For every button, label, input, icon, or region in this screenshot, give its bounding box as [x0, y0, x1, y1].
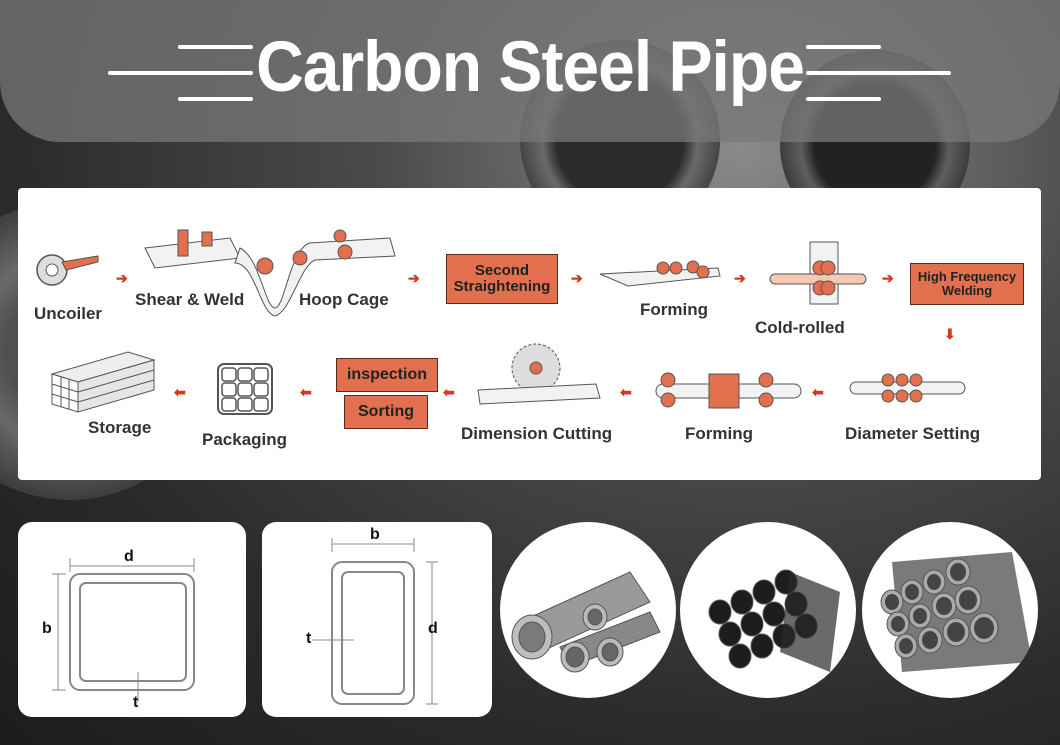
step-uncoiler: Uncoiler [34, 304, 103, 323]
forming-icon [655, 372, 802, 409]
black-pipes-photo [680, 522, 856, 698]
flow-arrow-right: ➔ [882, 270, 894, 286]
flow-arrow-left: ⬅ [620, 384, 632, 400]
process-flow-panel: Uncoiler ➔ Shear & Weld Hoop Cage ➔ Seco… [18, 188, 1041, 480]
rect-section-diagram [312, 538, 438, 705]
flow-arrow-right: ➔ [571, 270, 583, 286]
step-high-frequency-welding: High Frequency Welding [910, 263, 1024, 305]
steel-pipes-photo [862, 522, 1038, 698]
dimension-label-d: d [124, 548, 134, 565]
flow-arrow-left: ⬅ [812, 384, 824, 400]
storage-icon [50, 351, 156, 413]
step-hoop-cage: Hoop Cage [299, 290, 389, 309]
step-packaging: Packaging [202, 430, 288, 449]
flow-arrow-left: ⬅ [300, 384, 312, 400]
rect-pipe-diagram-card: b d t [262, 522, 492, 717]
step-second-straightening: Second Straightening [446, 254, 558, 304]
title-decoration-line [806, 97, 881, 101]
title-decoration-line [178, 97, 253, 101]
title-decoration-line [178, 45, 253, 49]
step-sorting: Sorting [344, 395, 428, 429]
title-decoration-line [806, 71, 951, 75]
uncoiler-icon [36, 254, 99, 286]
flow-arrow-left: ⬅ [174, 384, 186, 400]
flow-arrow-left: ⬅ [443, 384, 455, 400]
dimension-label-b: b [42, 620, 52, 637]
title-decoration-line [108, 71, 253, 75]
page-title: Carbon Steel Pipe [256, 26, 805, 106]
flow-arrow-right: ➔ [408, 270, 420, 286]
step-storage: Storage [88, 418, 152, 437]
dimension-label-t: t [133, 694, 139, 711]
step-forming-top: Forming [640, 300, 708, 319]
shear-weld-hoop-cage-icon [144, 229, 396, 317]
forming-icon [599, 260, 721, 287]
dimension-label-d: d [428, 620, 438, 637]
dimension-label-t: t [306, 630, 312, 647]
step-diameter-setting: Diameter Setting [845, 424, 981, 443]
step-shear-weld: Shear & Weld [135, 290, 245, 309]
title-decoration-line [806, 45, 881, 49]
step-forming-bottom: Forming [685, 424, 753, 443]
square-pipe-diagram-card: d b t [18, 522, 246, 717]
flow-arrow-down: ⬇ [944, 326, 956, 342]
step-cold-rolled: Cold-rolled [755, 318, 845, 337]
flow-arrow-right: ➔ [734, 270, 746, 286]
diameter-setting-icon [849, 373, 966, 403]
cold-rolled-icon [769, 241, 867, 305]
galvanized-pipes-photo [500, 522, 676, 698]
packaging-icon [217, 363, 273, 415]
dimension-cutting-icon [477, 343, 601, 405]
step-dimension-cutting: Dimension Cutting [461, 424, 613, 443]
square-section-diagram [52, 558, 195, 702]
step-inspection: inspection [336, 358, 438, 392]
dimension-label-b: b [370, 526, 380, 543]
flow-arrow-right: ➔ [116, 270, 128, 286]
